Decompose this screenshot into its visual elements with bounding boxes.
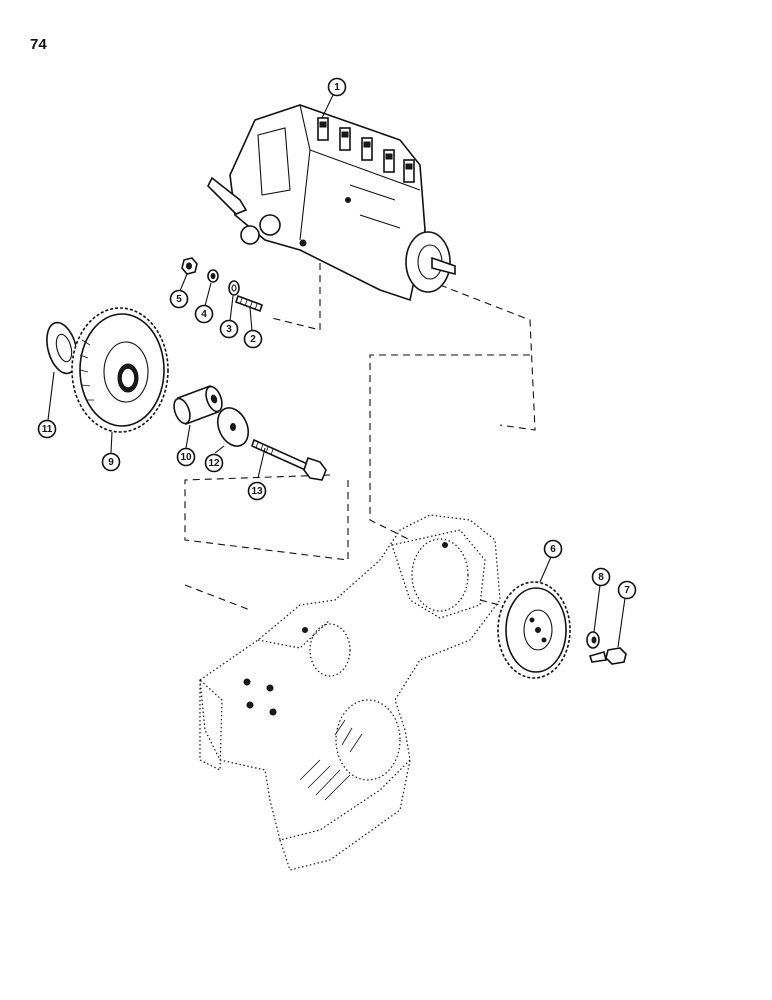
thrust-washer-icon [46,321,78,375]
callout-circle [591,567,611,587]
stud-icon [234,294,264,313]
callout-number: 9 [108,457,114,468]
bolt-icon [251,438,327,481]
callout-5: 5 [169,289,189,309]
callout-number: 7 [624,585,630,596]
lock-washer-icon [207,269,219,283]
callout-number: 13 [251,486,263,497]
callout-4: 4 [194,304,214,324]
callout-number: 10 [180,452,192,463]
callout-circle [101,452,121,472]
callout-number: 6 [550,544,556,555]
callout-number: 2 [250,334,256,345]
flat-washer-icon [228,280,240,296]
callout-circle [327,77,347,97]
callout-number: 3 [226,324,232,335]
callout-number: 1 [334,82,340,93]
callout-circle [169,289,189,309]
callout-13: 13 [247,481,267,501]
callout-circle [219,319,239,339]
callout-circle [617,580,637,600]
leader-lines [47,94,626,648]
nut-icon [181,257,198,275]
callout-circle [243,329,263,349]
page-number: 74 [30,36,47,53]
idler-gear-icon [71,307,169,433]
callout-12: 12 [204,453,224,473]
cap-screw-icon [588,647,627,665]
timing-gear-housing-icon [199,514,501,871]
callout-circle [176,447,196,467]
callout-number: 5 [176,294,182,305]
washer-icon [216,407,250,447]
callout-2: 2 [243,329,263,349]
callout-3: 3 [219,319,239,339]
fuel-injection-pump-icon [207,104,456,302]
callout-circle [543,539,563,559]
callout-8: 8 [591,567,611,587]
callout-number: 4 [201,309,207,320]
callout-11: 11 [37,419,57,439]
callout-circle [247,481,267,501]
callout-number: 12 [208,458,220,469]
drive-gear-icon [497,581,571,679]
callout-circle [37,419,57,439]
callout-9: 9 [101,452,121,472]
callout-1: 1 [327,77,347,97]
callout-circle [204,453,224,473]
lock-washer-icon [586,631,600,649]
callout-7: 7 [617,580,637,600]
callout-circle [194,304,214,324]
callout-number: 11 [42,424,53,435]
callout-10: 10 [176,447,196,467]
callout-number: 8 [598,572,604,583]
bushing-icon [173,384,223,426]
callout-6: 6 [543,539,563,559]
